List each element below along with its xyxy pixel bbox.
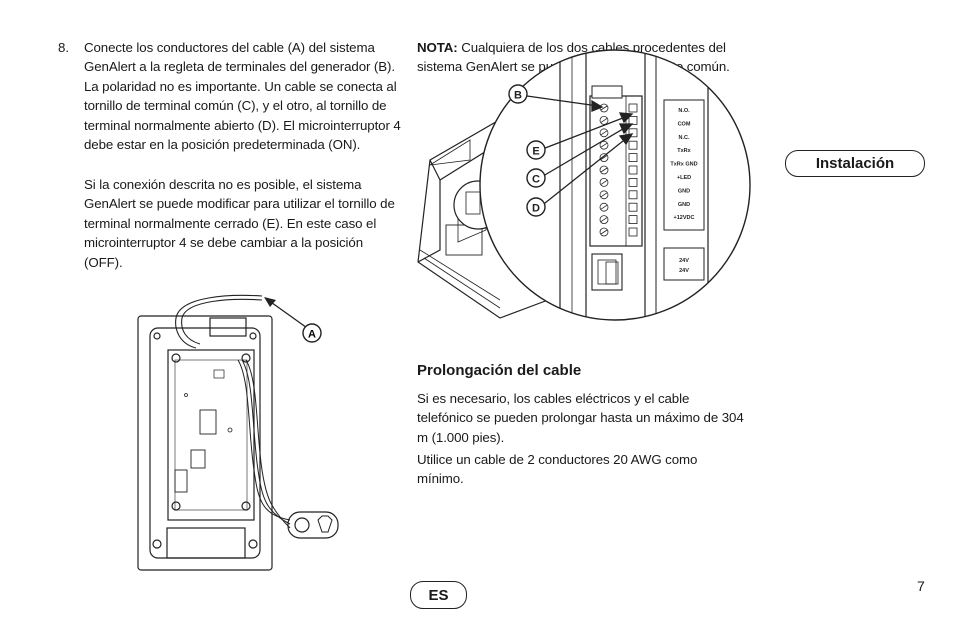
terminal-label: GND: [678, 202, 690, 208]
note-paragraph: NOTA: Cualquiera de los dos cables proce…: [417, 38, 757, 77]
callout-a: A: [308, 329, 316, 341]
terminal-clamp: [628, 165, 638, 175]
terminal-clamp: [628, 190, 638, 200]
terminal-screw: [599, 153, 609, 163]
section-paragraph-1: Si es necesario, los cables eléctricos y…: [417, 391, 744, 445]
section-paragraph-2: Utilice un cable de 2 conductores 20 AWG…: [417, 452, 698, 487]
callout-b: B: [514, 90, 522, 102]
terminal-clamp: [628, 103, 638, 113]
note-text: Cualquiera de los dos cables procedentes…: [417, 40, 730, 75]
section-title: Prolongación del cable: [417, 362, 582, 379]
terminal-screw: [599, 165, 609, 175]
terminal-label: TxRx: [677, 148, 691, 154]
terminal-clamp: [628, 177, 638, 187]
terminal-screw: [599, 116, 609, 125]
terminal-screw: [599, 103, 609, 113]
terminal-screw: [599, 227, 609, 237]
step-number: 8.: [58, 40, 70, 55]
voltage-label: 24V: [679, 258, 689, 264]
terminal-label: COM: [678, 121, 691, 127]
language-badge: ES: [410, 581, 467, 609]
terminal-label: +LED: [677, 175, 691, 181]
terminal-clamp: [628, 202, 638, 212]
callout-d: D: [532, 203, 540, 215]
terminal-clamp: [628, 153, 638, 163]
terminal-clamp: [628, 140, 638, 150]
section-tab: Instalación: [785, 150, 925, 177]
terminal-screw: [599, 215, 609, 225]
step-paragraph-1: Conecte los conductores del cable (A) de…: [84, 40, 401, 153]
callout-c: C: [532, 174, 540, 186]
terminal-clamp: [628, 116, 638, 125]
terminal-screw: [599, 128, 609, 138]
page-number: 7: [917, 578, 925, 594]
terminal-screw: [599, 190, 609, 200]
terminal-label: +12VDC: [674, 215, 695, 221]
terminal-label: N.C.: [679, 135, 690, 141]
terminal-screw: [599, 177, 609, 187]
terminal-clamp: [628, 215, 638, 225]
terminal-clamp: [628, 227, 638, 237]
voltage-label: 24V: [679, 268, 689, 274]
terminal-label: N.O.: [678, 108, 690, 114]
terminal-screw: [599, 202, 609, 212]
callout-e: E: [532, 146, 539, 158]
terminal-clamp: [628, 128, 638, 138]
step-paragraph-2: Si la conexión descrita no es posible, e…: [84, 177, 395, 270]
terminal-label: GND: [678, 188, 690, 194]
terminal-label: TxRx GND: [670, 162, 697, 168]
terminal-screw: [599, 140, 609, 150]
note-label: NOTA:: [417, 40, 458, 55]
